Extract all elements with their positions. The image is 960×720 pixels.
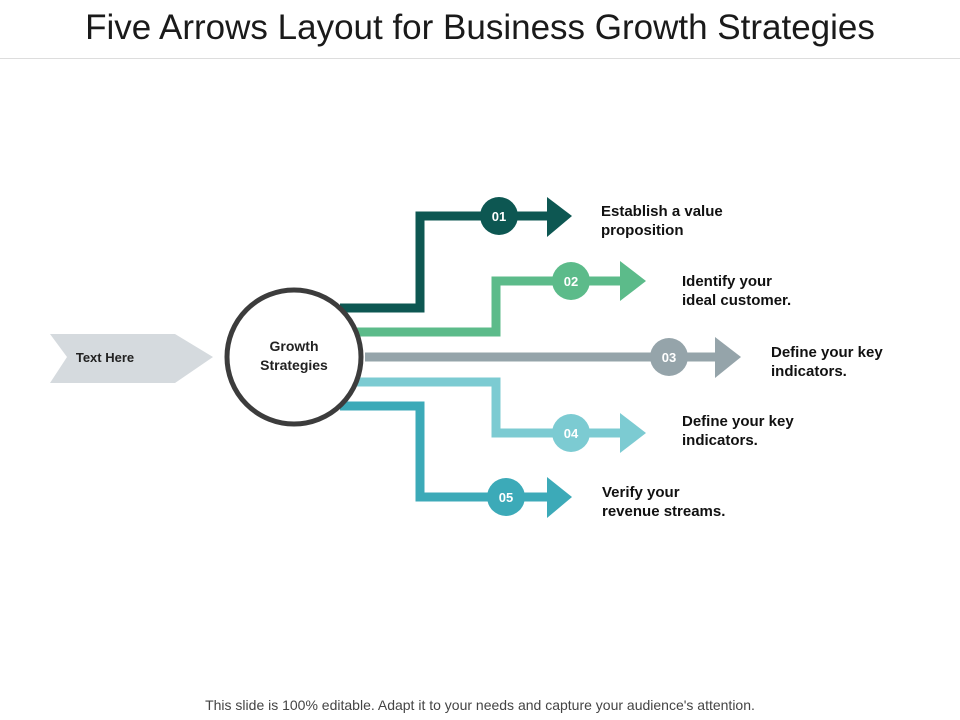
step-text-01-line2: proposition [601, 222, 684, 239]
step-text-02-line2: ideal customer. [682, 292, 791, 309]
step-number-05: 05 [499, 490, 513, 505]
branch-arrowhead-01 [547, 197, 572, 237]
step-number-04: 04 [564, 426, 579, 441]
page-title: Five Arrows Layout for Business Growth S… [85, 8, 875, 47]
branch-arrowhead-02 [620, 261, 646, 301]
branch-02: 02 Identify your ideal customer. [355, 261, 791, 337]
footer-note: This slide is 100% editable. Adapt it to… [205, 697, 755, 713]
step-badge-02 [552, 262, 590, 300]
step-badge-04 [552, 414, 590, 452]
input-arrow-label: Text Here [76, 350, 134, 365]
step-badge-03 [650, 338, 688, 376]
step-text-04-line2: indicators. [682, 432, 758, 449]
hub-label-line1: Growth [270, 338, 319, 354]
branch-line-01 [340, 211, 555, 313]
branch-05: 05 Verify your revenue streams. [340, 401, 725, 520]
step-number-02: 02 [564, 274, 578, 289]
step-number-03: 03 [662, 350, 676, 365]
step-text-02-line1: Identify your [682, 273, 772, 290]
input-arrow [50, 334, 213, 383]
step-text-05-line1: Verify your [602, 484, 680, 501]
step-badge-05 [487, 478, 525, 516]
step-text-03-line1: Define your key [771, 344, 883, 361]
branch-arrowhead-04 [620, 413, 646, 453]
hub-label-line2: Strategies [260, 357, 328, 373]
branch-line-05 [340, 401, 555, 502]
title-divider [0, 58, 960, 59]
branch-04: 04 Define your key indicators. [355, 377, 794, 453]
hub-circle [224, 287, 364, 427]
branch-arrowhead-03 [715, 337, 741, 378]
step-text-04-line1: Define your key [682, 413, 794, 430]
branch-arrowhead-05 [547, 477, 572, 518]
step-number-01: 01 [492, 209, 506, 224]
branch-01: 01 Establish a value proposition [340, 197, 723, 313]
step-text-03-line2: indicators. [771, 363, 847, 380]
step-text-05-line2: revenue streams. [602, 503, 725, 520]
branch-03: 03 Define your key indicators. [365, 337, 883, 380]
step-badge-01 [480, 197, 518, 235]
step-text-01-line1: Establish a value [601, 203, 723, 220]
